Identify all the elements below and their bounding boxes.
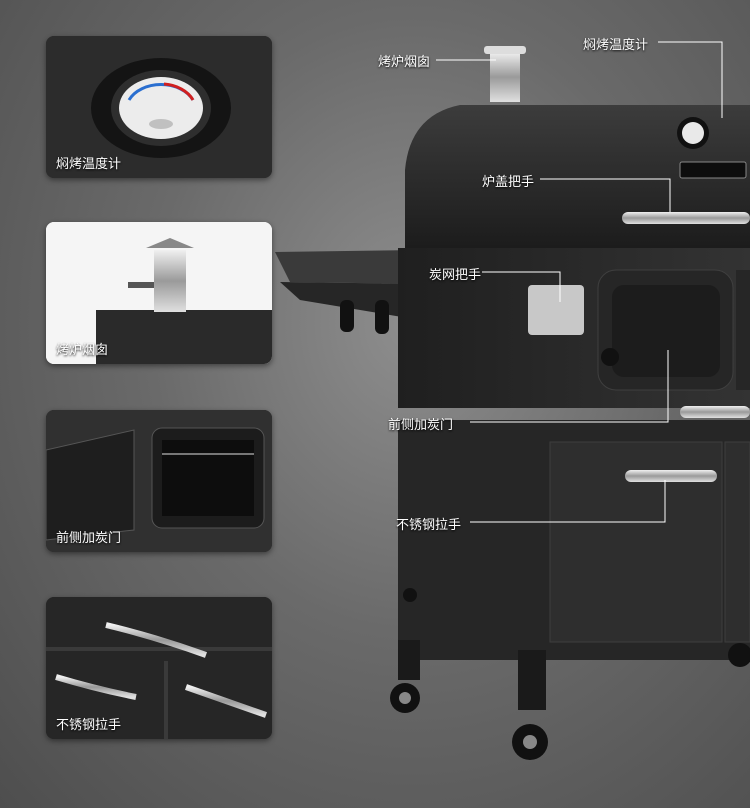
chimney-photo [46, 222, 272, 364]
callout-lid-handle: 炉盖把手 [482, 174, 535, 189]
callout-drawer-handle: 不锈钢拉手 [396, 517, 462, 532]
charcoal-door-photo [46, 410, 272, 552]
thumbnail-charcoal-door: 前侧加炭门 [46, 410, 272, 552]
callout-thermometer: 焖烤温度计 [583, 37, 649, 52]
thumbnail-label: 不锈钢拉手 [56, 717, 122, 732]
callout-charcoal-door: 前侧加炭门 [388, 417, 454, 432]
thumbnail-label: 焖烤温度计 [56, 156, 122, 171]
thumbnail-thermometer: 焖烤温度计 [46, 36, 272, 178]
thumbnail-handles: 不锈钢拉手 [46, 597, 272, 739]
thermometer-photo [46, 36, 272, 178]
callout-chimney: 烤炉烟囱 [378, 54, 431, 69]
thumbnail-chimney: 烤炉烟囱 [46, 222, 272, 364]
callout-grate-handle: 炭网把手 [429, 267, 482, 282]
thumbnail-label: 前侧加炭门 [56, 530, 122, 545]
handles-photo [46, 597, 272, 739]
thumbnail-label: 烤炉烟囱 [56, 342, 109, 357]
